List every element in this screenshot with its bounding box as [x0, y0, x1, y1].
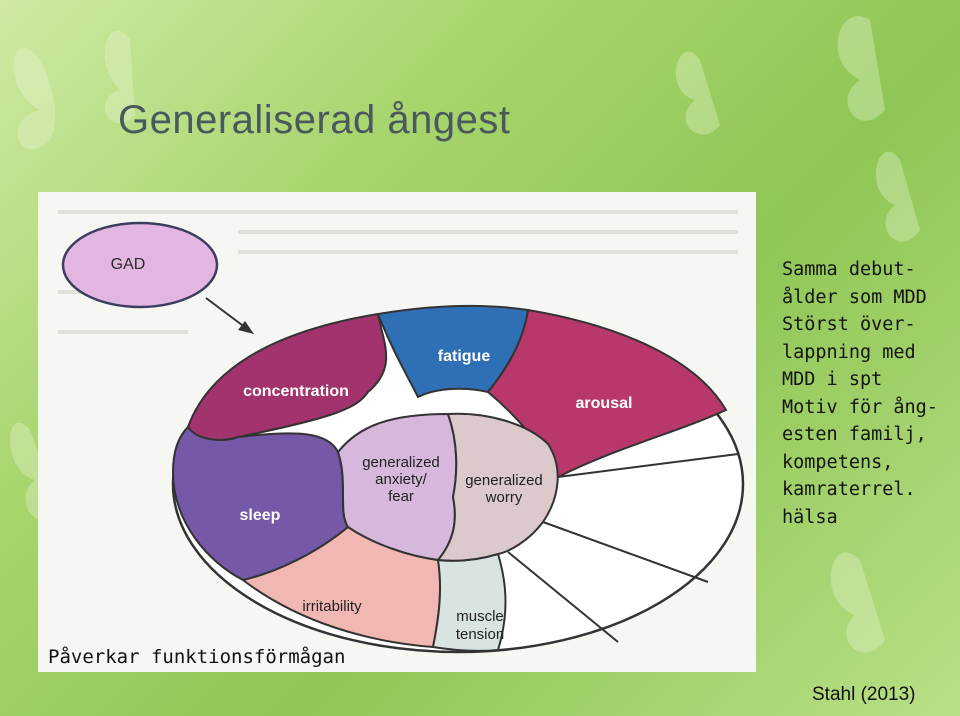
center-worry-piece: [436, 412, 559, 562]
fatigue-label: fatigue: [438, 348, 491, 365]
note-line: Motiv för ång-: [782, 396, 938, 418]
gad-ellipse: [61, 221, 219, 309]
puzzle-svg: GAD fatigue: [58, 210, 745, 654]
gad-label: GAD: [111, 256, 146, 273]
center-left-line3: fear: [388, 488, 414, 505]
muscle-label-line1: muscle: [456, 608, 504, 625]
center-right-line2: worry: [485, 489, 523, 506]
note-line: kompetens,: [782, 451, 894, 473]
note-line: Samma debut-: [782, 259, 916, 280]
note-line: esten familj,: [782, 424, 927, 445]
arousal-segment: [486, 308, 728, 479]
center-left-line1: generalized: [362, 454, 440, 471]
note-line: MDD i spt: [782, 369, 883, 390]
muscle-label-line2: tension: [456, 626, 504, 643]
citation: Stahl (2013): [812, 684, 916, 705]
footer-text: Påverkar funktionsförmågan: [48, 646, 346, 668]
gad-puzzle-diagram: GAD fatigue: [38, 192, 756, 672]
notes-box: Samma debut- ålder som MDD Störst över- …: [782, 256, 957, 531]
gad-arrow: [205, 297, 254, 334]
note-line: kamraterrel.: [782, 479, 916, 500]
center-left-line2: anxiety/: [375, 471, 428, 488]
note-line: ålder som MDD: [782, 286, 927, 308]
arousal-label: arousal: [576, 395, 633, 412]
slide-title: Generaliserad ångest: [118, 98, 511, 142]
center-right-line1: generalized: [465, 472, 543, 489]
note-line: lappning med: [782, 341, 916, 363]
note-line: hälsa: [782, 506, 838, 528]
concentration-label: concentration: [243, 383, 349, 400]
irritability-label: irritability: [302, 598, 362, 615]
note-line: Störst över-: [782, 314, 916, 335]
sleep-label: sleep: [240, 507, 281, 524]
